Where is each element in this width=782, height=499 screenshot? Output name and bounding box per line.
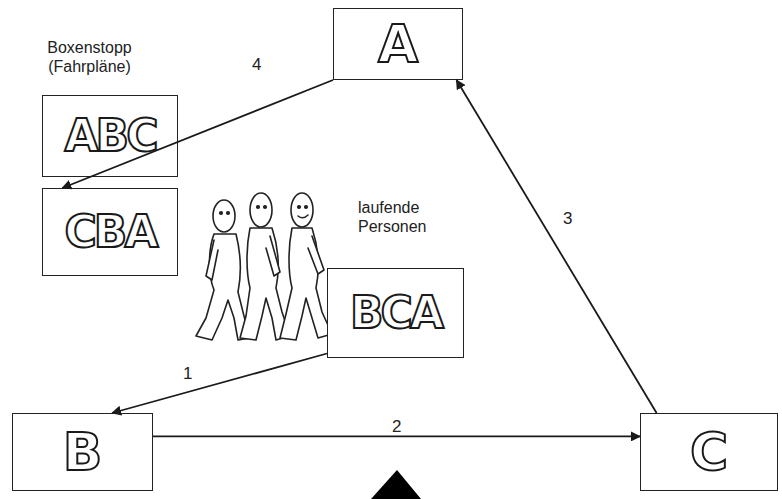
step-number: 2 bbox=[392, 418, 401, 435]
step-number: 1 bbox=[183, 365, 192, 382]
letter-box: CBA bbox=[42, 188, 178, 276]
heading-text: laufende Personen bbox=[358, 198, 458, 236]
heading-text: Boxenstopp (Fahrpläne) bbox=[42, 38, 137, 76]
outlined-letters: B bbox=[63, 426, 103, 478]
walking-people bbox=[196, 193, 332, 340]
letter-box: C bbox=[640, 413, 778, 491]
flow-arrow bbox=[457, 80, 657, 413]
letter-box: B bbox=[12, 413, 153, 491]
step-number: 3 bbox=[563, 210, 572, 227]
labelled-box-group: BCA laufende Personen bbox=[327, 198, 464, 358]
flow-arrow bbox=[112, 354, 327, 414]
letter-box: A bbox=[333, 8, 463, 80]
outlined-letters: BCA bbox=[350, 291, 441, 335]
flow-arrow bbox=[62, 80, 333, 188]
letter-box: ABC bbox=[42, 95, 178, 177]
watermark-fragment bbox=[371, 470, 421, 499]
outlined-letters: CBA bbox=[65, 210, 156, 254]
step-number: 4 bbox=[252, 56, 261, 73]
letter-box: BCA bbox=[327, 268, 464, 358]
flow-arrow bbox=[153, 435, 640, 437]
labelled-box-group: ABC Boxenstopp (Fahrpläne) bbox=[42, 38, 178, 177]
outlined-letters: A bbox=[378, 18, 418, 70]
outlined-letters: C bbox=[690, 426, 728, 478]
outlined-letters: ABC bbox=[65, 114, 156, 158]
